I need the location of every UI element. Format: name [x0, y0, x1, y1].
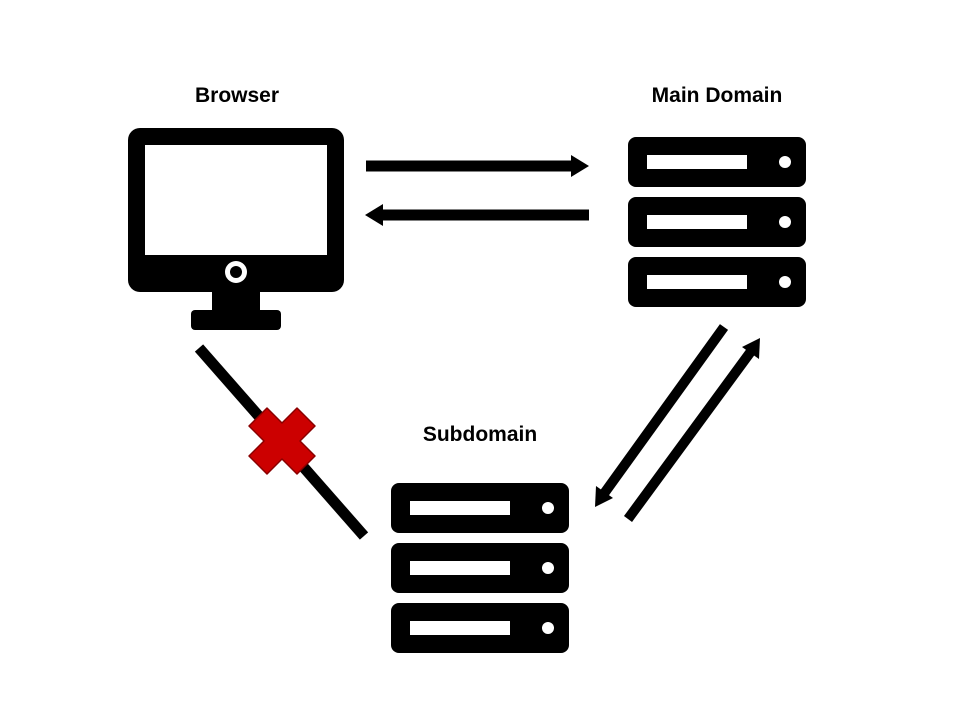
main-domain-label: Main Domain [651, 84, 783, 107]
arrow-main-to-browser [365, 204, 589, 226]
arrow-subdomain-to-main [623, 338, 760, 522]
arrow-browser-to-main [366, 155, 589, 177]
server-icon [628, 137, 806, 307]
red-x-icon [248, 407, 316, 475]
monitor-icon [128, 128, 344, 330]
arrow-main-to-subdomain [595, 324, 729, 507]
server-icon [391, 483, 569, 653]
browser-label: Browser [194, 84, 280, 107]
subdomain-label: Subdomain [422, 423, 538, 446]
